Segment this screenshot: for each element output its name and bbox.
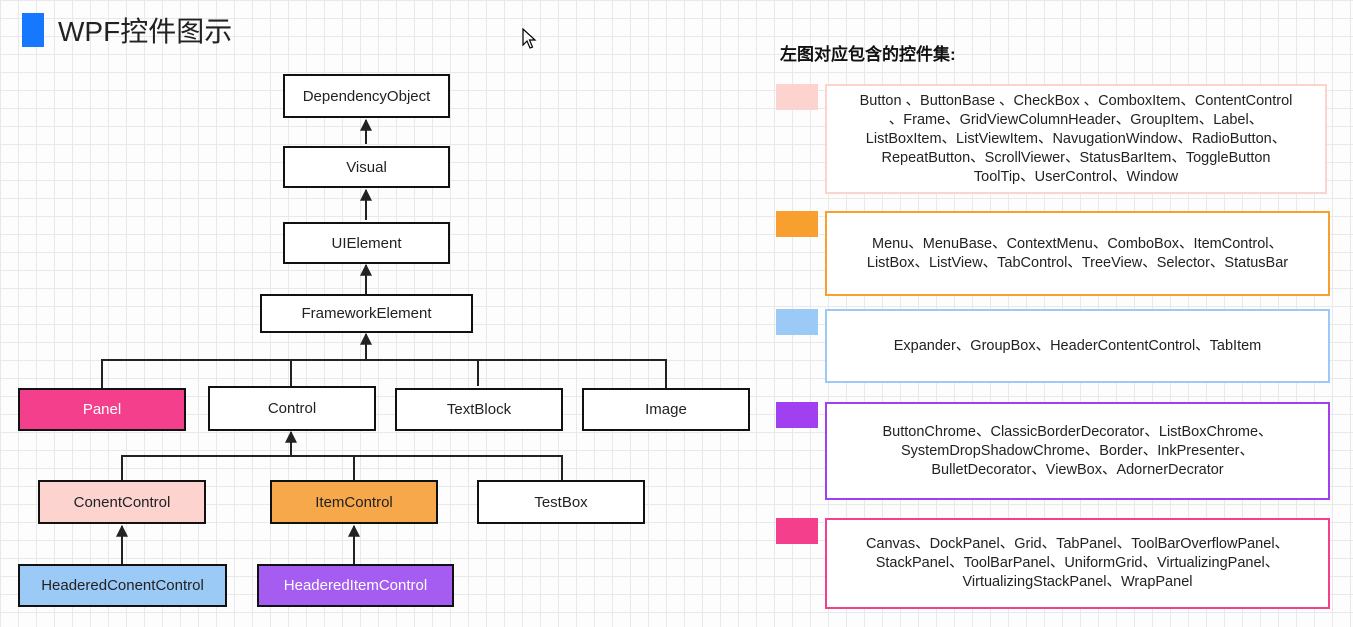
legend-swatch-decorator [776,402,818,428]
legend-line: 、Frame、GridViewColumnHeader、GroupItem、La… [888,111,1264,128]
legend-box-panel: Canvas、DockPanel、Grid、TabPanel、ToolBarOv… [825,518,1330,609]
mouse-cursor-icon [522,28,537,49]
node-control: Control [208,386,376,431]
inheritance-connectors [101,118,667,564]
node-text-block: TextBlock [395,388,563,431]
legend-line: RepeatButton、ScrollViewer、StatusBarItem、… [881,149,1271,166]
node-test-box: TestBox [477,480,645,524]
legend-line: ListBox、ListView、TabControl、TreeView、Sel… [866,254,1289,271]
node-conent-control: ConentControl [38,480,206,524]
legend-swatch-itemscontrol [776,211,818,237]
node-item-control: ItemControl [270,480,438,524]
node-ui-element: UIElement [283,222,450,264]
page-header: WPF控件图示 [22,10,232,50]
legend-swatch-panel [776,518,818,544]
legend-line: StackPanel、ToolBarPanel、UniformGrid、Virt… [875,555,1280,571]
node-visual: Visual [283,146,450,188]
node-image: Image [582,388,750,431]
legend-line: Expander、GroupBox、HeaderContentControl、T… [893,337,1262,354]
legend-line: Button 、ButtonBase 、CheckBox 、ComboxItem… [859,92,1293,109]
bracket-frameworkelement-children [101,359,667,388]
legend-box-contentcontrol: Button 、ButtonBase 、CheckBox 、ComboxItem… [825,84,1327,194]
legend-line: ListBoxItem、ListViewItem、NavugationWindo… [865,130,1287,147]
legend-box-itemscontrol: Menu、MenuBase、ContextMenu、ComboBox、ItemC… [825,211,1330,296]
legend-swatch-headeredcontentcontrol [776,309,818,335]
legend-line: ToolTip、UserControl、Window [973,168,1179,185]
legend-line: Canvas、DockPanel、Grid、TabPanel、ToolBarOv… [865,536,1290,552]
node-headered-conent-control: HeaderedConentControl [18,564,227,607]
page-title: WPF控件图示 [58,16,233,47]
node-panel: Panel [18,388,186,431]
legend-box-decorator: ButtonChrome、ClassicBorderDecorator、List… [825,402,1330,500]
legend-line: BulletDecorator、ViewBox、AdornerDecrator [931,461,1224,478]
legend-swatch-contentcontrol [776,84,818,110]
node-dependency-object: DependencyObject [283,74,450,118]
bracket-control-children [121,455,563,480]
legend-line: SystemDropShadowChrome、Border、InkPresent… [901,442,1254,459]
legend-title: 左图对应包含的控件集: [780,45,956,64]
legend-line: ButtonChrome、ClassicBorderDecorator、List… [882,423,1273,440]
node-framework-element: FrameworkElement [260,294,473,333]
title-marker [22,13,44,47]
legend-line: Menu、MenuBase、ContextMenu、ComboBox、ItemC… [871,235,1283,252]
node-headered-item-control: HeaderedItemControl [257,564,454,607]
legend-box-headeredcontentcontrol: Expander、GroupBox、HeaderContentControl、T… [825,309,1330,383]
legend-line: VirtualizingStackPanel、WrapPanel [962,574,1193,590]
